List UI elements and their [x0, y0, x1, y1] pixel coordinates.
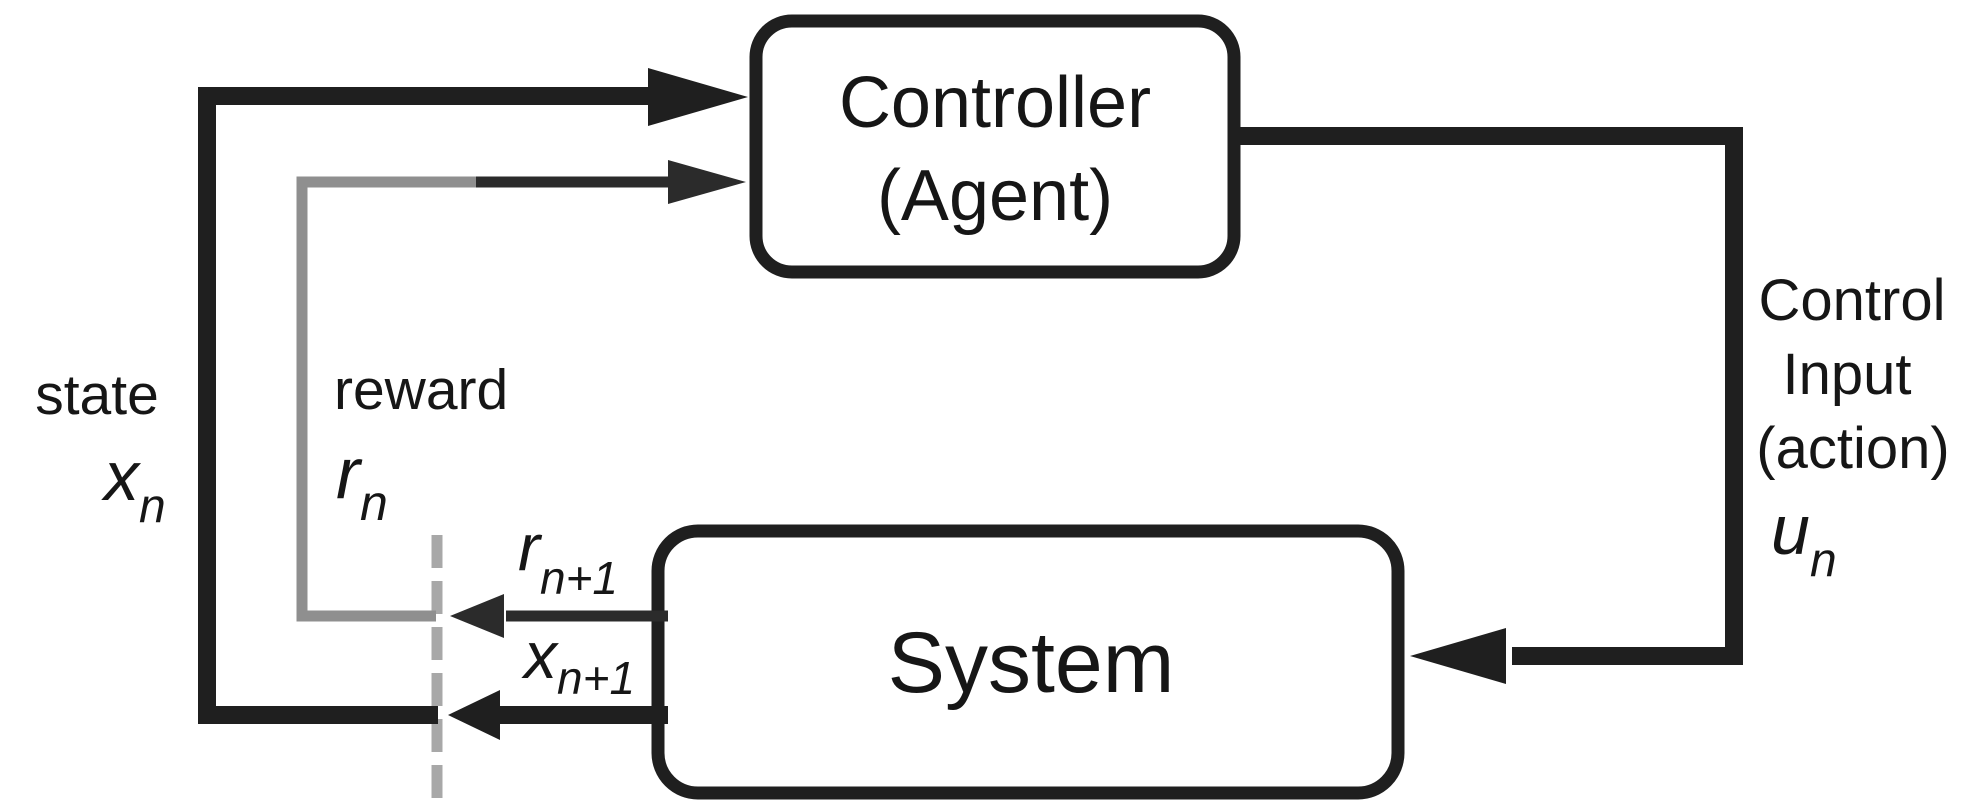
system-node-box — [651, 524, 1405, 800]
control-input-label-line2: Input — [1783, 342, 1912, 407]
state-symbol: xn — [101, 437, 166, 533]
reward-next-symbol: rn+1 — [518, 510, 618, 604]
reward-into-controller-arrowhead — [668, 160, 746, 204]
control-input-symbol: un — [1771, 491, 1837, 587]
reward-feedback-line-gray — [296, 176, 478, 622]
reward-next-symbol-base: r — [518, 510, 543, 584]
control-into-system-arrowhead — [1410, 628, 1506, 684]
state-feedback-line — [198, 87, 648, 724]
controller-node-box — [749, 14, 1241, 279]
state-symbol-subscript: n — [139, 480, 166, 533]
reward-next-symbol-subscript: n+1 — [540, 552, 618, 604]
state-next-symbol: xn+1 — [521, 618, 635, 704]
controller-sublabel: (Agent) — [877, 156, 1113, 236]
reward-symbol-base: r — [336, 434, 363, 514]
system-label: System — [888, 615, 1175, 711]
state-next-symbol-base: x — [521, 618, 559, 692]
control-input-symbol-base: u — [1771, 491, 1810, 569]
reward-next-arrowhead — [450, 594, 504, 638]
reward-symbol: rn — [336, 434, 388, 531]
state-symbol-base: x — [101, 437, 142, 515]
control-input-symbol-subscript: n — [1810, 534, 1837, 587]
state-next-arrowhead — [448, 690, 500, 740]
state-next-symbol-subscript: n+1 — [557, 652, 635, 704]
control-input-label-line3: (action) — [1756, 416, 1949, 481]
state-word-label: state — [35, 363, 159, 427]
state-into-controller-arrowhead — [648, 68, 748, 126]
control-input-line — [1232, 127, 1743, 665]
reward-word-label: reward — [334, 358, 508, 422]
controller-label: Controller — [839, 63, 1151, 143]
reward-symbol-subscript: n — [360, 475, 388, 531]
control-input-label-line1: Control — [1759, 268, 1946, 333]
